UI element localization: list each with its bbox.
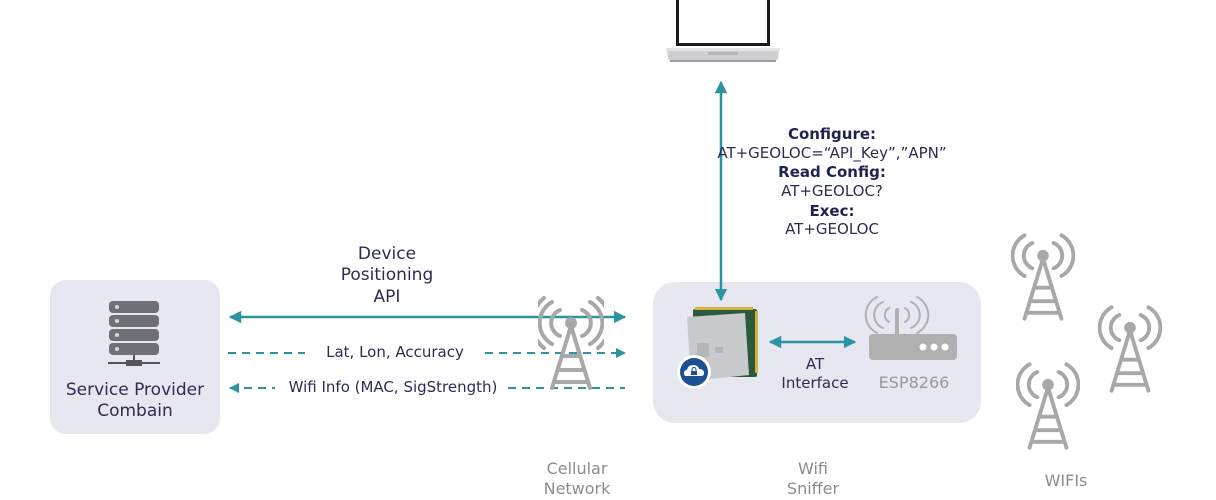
esp-label: ESP8266 bbox=[878, 373, 950, 392]
api-label-line2: Positioning bbox=[340, 265, 434, 285]
at-interface-label-line2: Interface bbox=[781, 374, 849, 392]
server-icon bbox=[108, 301, 160, 366]
read-config-command: AT+GEOLOC? bbox=[781, 182, 883, 200]
cloud-lock-icon bbox=[677, 355, 711, 389]
wifi-info-label: Wifi Info (MAC, SigStrength) bbox=[288, 378, 498, 396]
laptop-icon bbox=[666, 0, 780, 62]
configure-label: Configure: bbox=[787, 125, 877, 143]
service-provider-name: Service Provider bbox=[65, 380, 205, 400]
at-interface-label-line1: AT bbox=[805, 355, 825, 373]
wifi-tower-icon bbox=[1016, 362, 1080, 450]
wifis-caption: WIFIs bbox=[1044, 471, 1088, 490]
sniffer-caption-line1: Wifi bbox=[798, 459, 828, 478]
exec-label: Exec: bbox=[809, 202, 855, 220]
wifi-tower-icon bbox=[1011, 233, 1075, 321]
exec-command: AT+GEOLOC bbox=[785, 220, 879, 238]
wifi-router-icon bbox=[864, 296, 957, 360]
api-label-line1: Device bbox=[357, 244, 417, 264]
cell-tower-icon bbox=[538, 296, 604, 390]
wifi-tower-icon bbox=[1098, 305, 1162, 393]
api-label-line3: API bbox=[373, 287, 401, 307]
read-config-label: Read Config: bbox=[778, 163, 886, 181]
service-provider-company: Combain bbox=[97, 401, 173, 421]
sniffer-caption-line2: Sniffer bbox=[786, 479, 840, 498]
cellular-caption-line2: Network bbox=[543, 479, 611, 498]
cellular-caption-line1: Cellular bbox=[546, 459, 608, 478]
latlon-label: Lat, Lon, Accuracy bbox=[326, 343, 464, 361]
configure-command: AT+GEOLOC=“API_Key”,”APN” bbox=[717, 144, 947, 162]
